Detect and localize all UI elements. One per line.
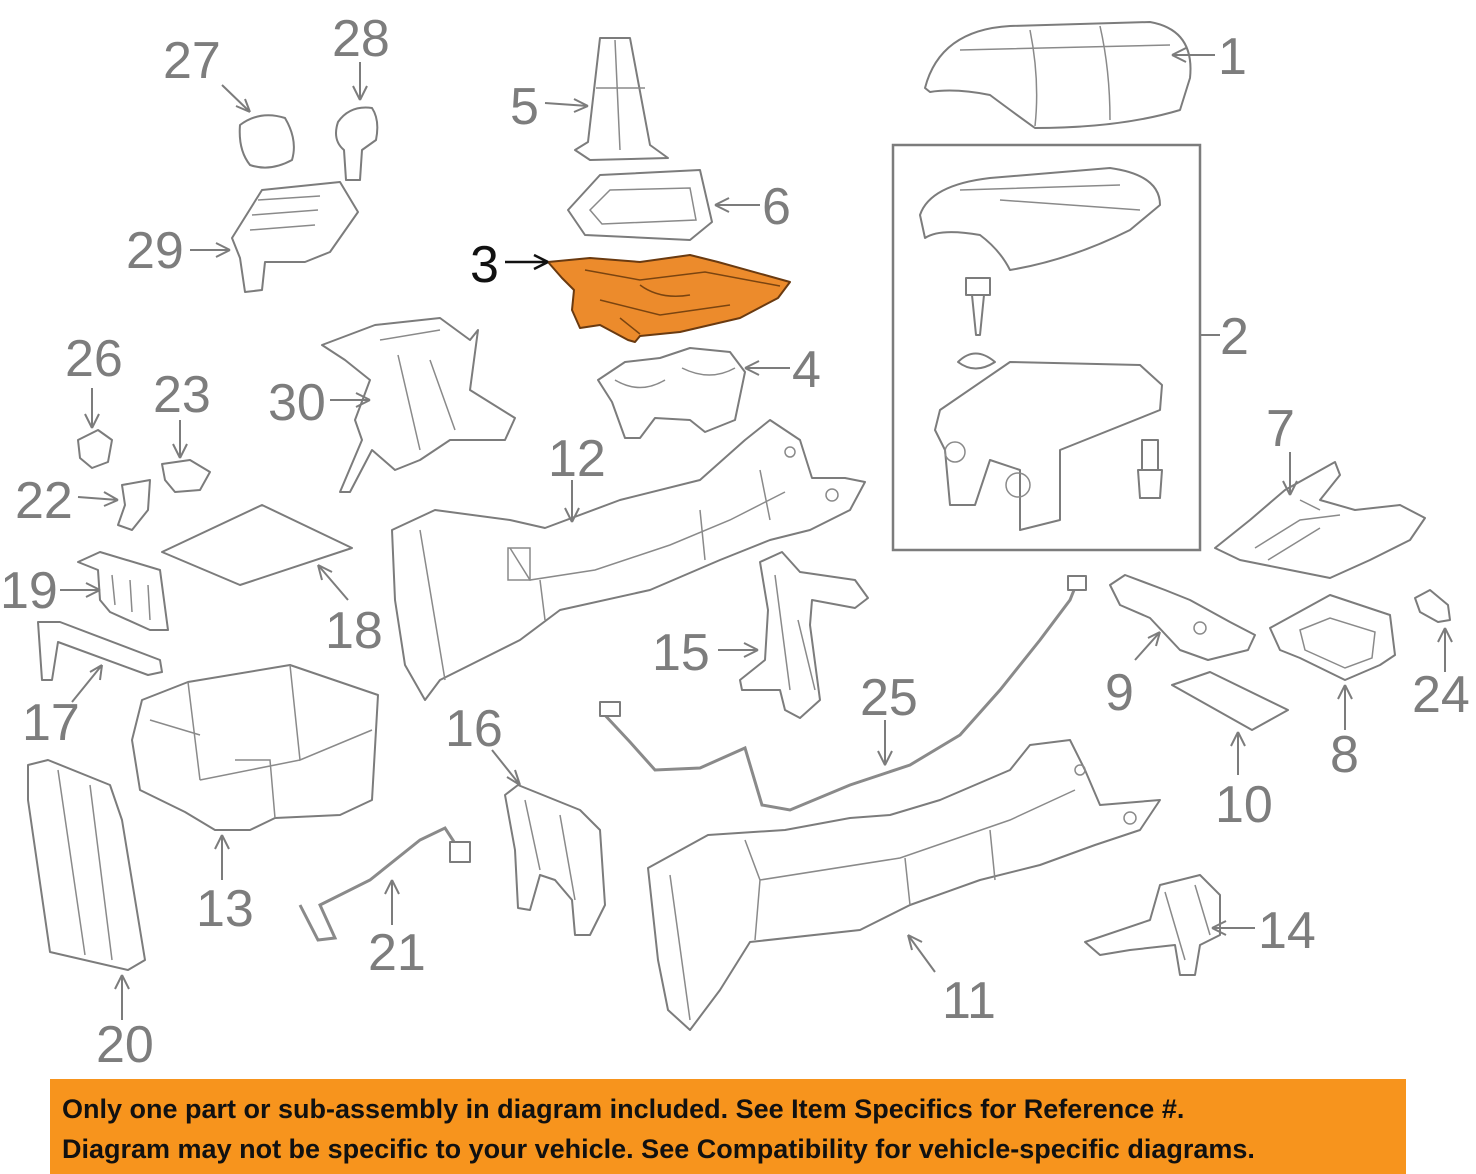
leader-18 (317, 564, 349, 601)
callout-28: 28 (332, 10, 390, 68)
leader-21 (384, 879, 400, 925)
leader-15 (718, 642, 759, 658)
part-28-shift-lever-knob[interactable] (335, 106, 379, 181)
leader-17 (71, 664, 103, 703)
part-20-side-trim[interactable] (27, 759, 146, 971)
callout-17: 17 (22, 694, 80, 752)
callout-1: 1 (1218, 28, 1247, 86)
leader-14 (1211, 920, 1255, 936)
callout-24: 24 (1412, 666, 1470, 724)
part-3-console-tray-highlighted[interactable] (547, 254, 791, 343)
leader-12 (564, 480, 580, 523)
leader-16 (491, 749, 521, 786)
part-4-cup-holder[interactable] (597, 347, 746, 439)
part-6-shift-bezel[interactable] (567, 169, 713, 241)
callout-19: 19 (0, 562, 58, 620)
part-26-clip[interactable] (77, 429, 113, 469)
leader-26 (84, 388, 100, 429)
callout-18: 18 (325, 602, 383, 660)
part-8-storage-box[interactable] (1269, 594, 1396, 681)
leader-1 (1171, 47, 1215, 63)
leader-30 (330, 392, 371, 408)
leader-23 (172, 420, 188, 459)
leader-22 (77, 491, 119, 507)
callout-15: 15 (652, 624, 710, 682)
leader-6 (714, 197, 760, 213)
part-21-wire[interactable] (298, 826, 471, 942)
part-2-assembly-box (891, 143, 1202, 552)
leader-28 (352, 62, 368, 101)
callout-27: 27 (163, 32, 221, 90)
leader-8 (1337, 684, 1353, 730)
leader-27 (221, 84, 251, 113)
callout-14: 14 (1258, 902, 1316, 960)
callout-5: 5 (510, 78, 539, 136)
part-25-wire-harness[interactable] (599, 575, 1087, 812)
part-24-clip[interactable] (1414, 589, 1451, 623)
part-13-console-box[interactable] (131, 664, 379, 831)
part-22-clip[interactable] (117, 479, 151, 531)
leader-19 (60, 582, 101, 598)
callout-30: 30 (268, 374, 326, 432)
callout-3: 3 (470, 236, 499, 294)
part-7-trim-panel[interactable] (1214, 461, 1426, 579)
callout-29: 29 (126, 222, 184, 280)
callout-7: 7 (1266, 400, 1295, 458)
part-17-trim-strip[interactable] (37, 621, 163, 681)
callout-20: 20 (96, 1016, 154, 1074)
part-29-shift-indicator[interactable] (231, 181, 359, 293)
callout-11: 11 (942, 972, 996, 1030)
leader-7 (1282, 452, 1298, 496)
callout-4: 4 (792, 341, 821, 399)
disclaimer-line-1: Only one part or sub-assembly in diagram… (62, 1094, 1185, 1124)
callout-16: 16 (445, 700, 503, 758)
leader-4 (744, 360, 790, 376)
leader-13 (214, 834, 230, 880)
callout-13: 13 (196, 880, 254, 938)
part-18-console-mat[interactable] (161, 504, 353, 586)
part-1-console-lid[interactable] (924, 21, 1192, 129)
callout-26: 26 (65, 330, 123, 388)
part-9-trim-insert[interactable] (1109, 574, 1256, 661)
leader-3 (505, 253, 549, 271)
disclaimer-line-2: Diagram may not be specific to your vehi… (62, 1134, 1255, 1164)
leader-24 (1437, 627, 1453, 672)
part-12-upper-console-panel[interactable] (391, 419, 866, 701)
part-5-shift-boot[interactable] (574, 37, 669, 161)
leader-10 (1230, 731, 1246, 775)
leader-29 (190, 242, 231, 258)
part-30-shifter-bracket[interactable] (321, 317, 516, 493)
leader-9 (1134, 631, 1161, 661)
callout-12: 12 (548, 430, 606, 488)
leader-11 (907, 934, 936, 973)
callout-6: 6 (762, 178, 791, 236)
part-23-clip[interactable] (161, 459, 211, 493)
leader-20 (114, 974, 130, 1020)
callout-23: 23 (153, 366, 211, 424)
leader-25 (877, 720, 893, 766)
callout-21: 21 (368, 924, 426, 982)
part-2-armrest-assembly[interactable] (919, 167, 1163, 531)
part-11-lower-console-panel[interactable] (647, 739, 1161, 1031)
part-15-bracket[interactable] (739, 551, 869, 719)
callout-8: 8 (1330, 726, 1359, 784)
part-19-bracket[interactable] (77, 551, 169, 631)
callout-22: 22 (15, 472, 73, 530)
part-14-bracket[interactable] (1084, 874, 1221, 976)
callout-9: 9 (1105, 664, 1134, 722)
part-27-shift-knob[interactable] (238, 114, 295, 169)
leader-5 (544, 98, 589, 113)
part-16-bracket[interactable] (504, 784, 606, 936)
callout-2: 2 (1220, 308, 1249, 366)
part-10-mat[interactable] (1171, 671, 1289, 731)
callout-10: 10 (1215, 776, 1273, 834)
disclaimer-banner: Only one part or sub-assembly in diagram… (50, 1079, 1406, 1174)
callout-25: 25 (860, 669, 918, 727)
